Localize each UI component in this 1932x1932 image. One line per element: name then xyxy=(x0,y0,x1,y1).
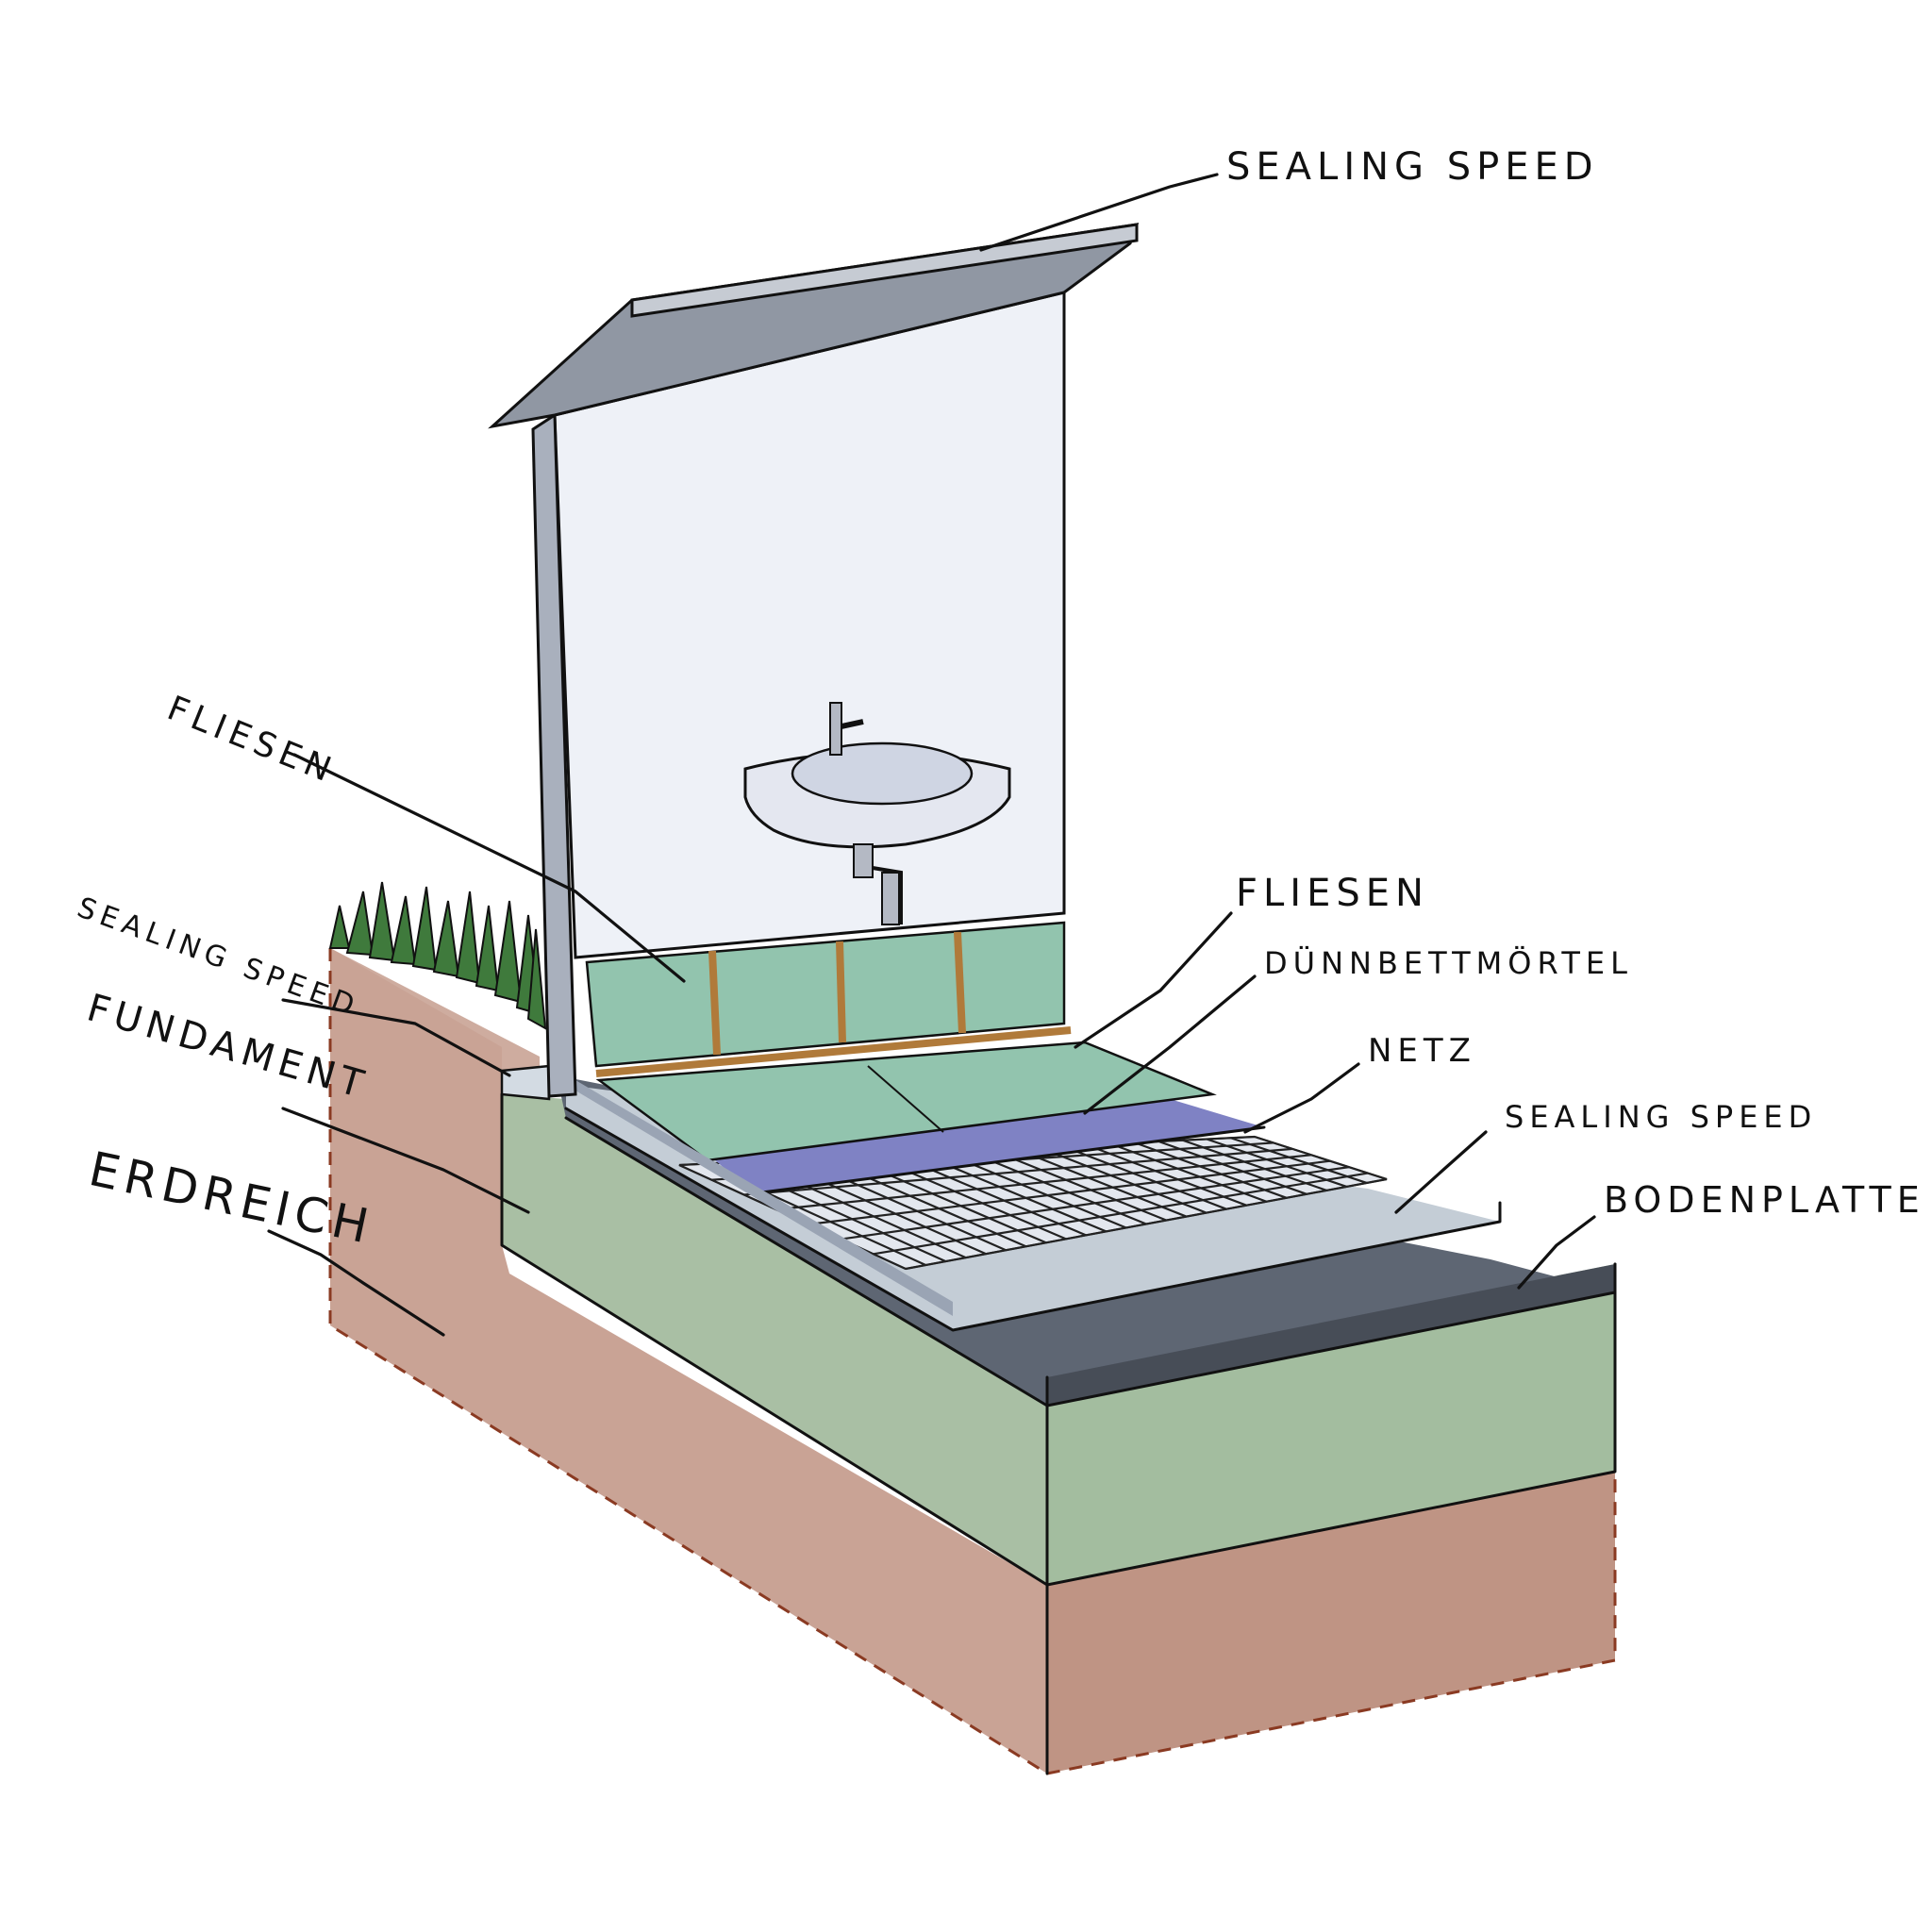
label-duennbettmoertel: DÜNNBETTMÖRTEL xyxy=(1264,945,1633,981)
faucet-icon xyxy=(829,702,864,756)
leader-netz xyxy=(1243,1062,1360,1134)
label-netz: NETZ xyxy=(1368,1032,1476,1070)
grass-tuft xyxy=(328,881,547,1030)
leader-bodenplatte xyxy=(1517,1215,1596,1290)
roof-cap xyxy=(488,223,1140,429)
label-fliesen-wall: FLIESEN xyxy=(162,689,341,791)
sink xyxy=(743,702,1011,925)
mesh-wire xyxy=(1014,1147,1187,1218)
mesh-wire xyxy=(1158,1140,1307,1195)
sink-bowl xyxy=(791,741,974,806)
mesh-wire xyxy=(775,1154,1312,1211)
leader-fundament xyxy=(281,1107,530,1214)
wall-tiles xyxy=(585,921,1072,1077)
mesh-wire xyxy=(1134,1141,1288,1199)
leader-fliesen-floor xyxy=(1074,911,1233,1049)
mesh-wire xyxy=(1062,1144,1227,1210)
mortar-strip xyxy=(698,1099,1264,1193)
foundation-block xyxy=(500,1092,1617,1587)
foundation-side-face xyxy=(502,1094,1047,1585)
leader-erdreich xyxy=(267,1229,445,1337)
soil-side-face xyxy=(330,948,1047,1774)
mesh-wire xyxy=(905,1177,1388,1271)
label-bodenplatte: BODENPLATTE xyxy=(1604,1179,1925,1221)
mesh-wire xyxy=(743,1147,1293,1196)
mesh-wire xyxy=(991,1148,1167,1222)
mesh-wire xyxy=(1038,1146,1208,1214)
mesh-wire xyxy=(1206,1138,1347,1188)
wall-foundation-cap xyxy=(500,1064,551,1101)
wall-tile-row xyxy=(585,921,1066,1068)
leader-sealing-left xyxy=(281,998,511,1077)
mesh-wire xyxy=(808,1159,1331,1225)
mortar-layer xyxy=(698,1099,1266,1195)
label-sealing-speed-top: SEALING SPEED xyxy=(1226,145,1599,189)
leader-sealing-top xyxy=(979,173,1219,252)
roof-front-edge xyxy=(630,223,1139,318)
mesh-wire xyxy=(1254,1135,1388,1181)
mesh-wire xyxy=(841,1166,1350,1241)
label-sealing-speed-right: SEALING SPEED xyxy=(1505,1099,1817,1135)
wall-sealing-strip xyxy=(549,1066,953,1316)
soil-block xyxy=(328,948,1617,1775)
floor-tile-area xyxy=(595,1041,1217,1162)
mesh-wire xyxy=(1110,1142,1267,1203)
drain-pipe-icon xyxy=(853,843,903,925)
leader-duennbett xyxy=(1083,974,1257,1115)
foundation-front-face xyxy=(1047,1264,1615,1585)
leader-fliesen-wall xyxy=(292,753,686,983)
mesh-wire xyxy=(1230,1137,1368,1185)
mesh-wire xyxy=(1086,1143,1247,1207)
label-fliesen-floor: FLIESEN xyxy=(1236,872,1429,915)
mesh-wire xyxy=(1182,1139,1327,1191)
mesh-wire xyxy=(873,1172,1369,1256)
floor-tiles xyxy=(595,1041,1217,1162)
soil-front-face xyxy=(1047,1472,1615,1774)
slab-front-face xyxy=(1047,1264,1615,1406)
leader-sealing-right xyxy=(1394,1130,1488,1214)
leader-lines xyxy=(267,173,1596,1337)
wall-post xyxy=(531,412,577,1098)
